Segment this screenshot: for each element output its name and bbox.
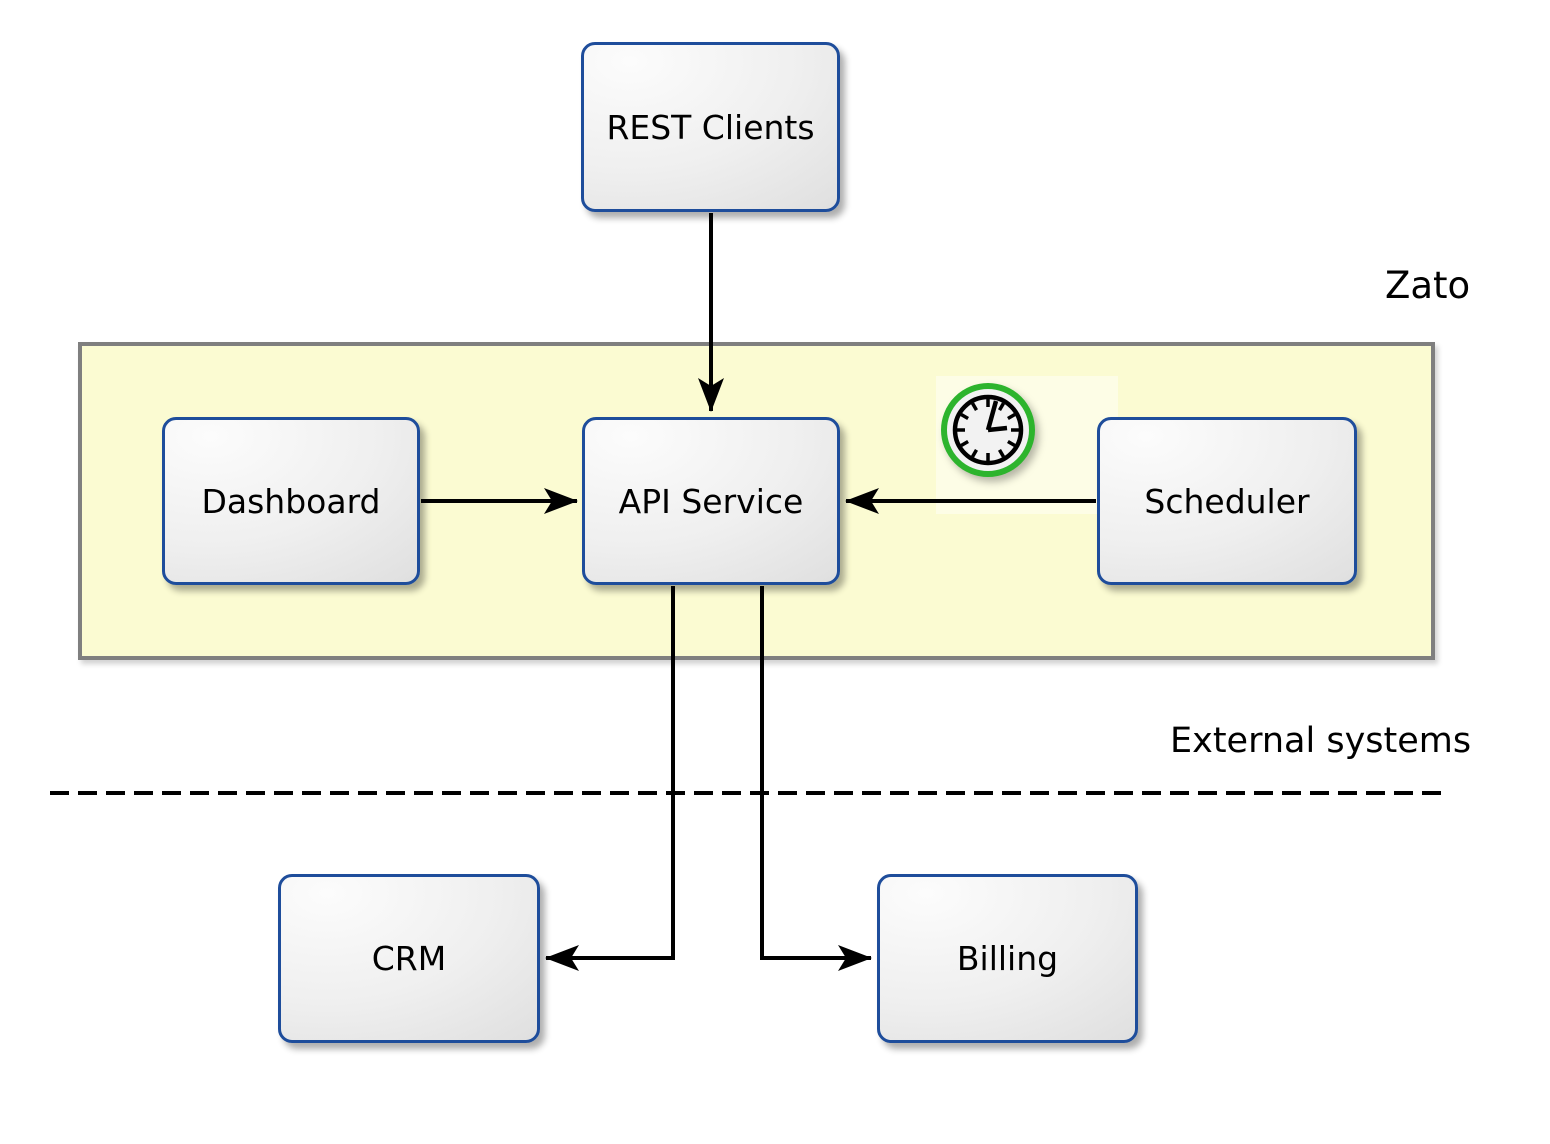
node-api-service-label: API Service bbox=[618, 481, 804, 521]
clock-hour-hand bbox=[987, 425, 1008, 433]
node-scheduler: Scheduler bbox=[1097, 417, 1357, 585]
node-crm-label: CRM bbox=[371, 939, 447, 978]
node-dashboard: Dashboard bbox=[162, 417, 420, 585]
node-rest-clients-label: REST Clients bbox=[606, 107, 815, 147]
clock-minute-hand bbox=[985, 400, 999, 431]
node-billing: Billing bbox=[877, 874, 1138, 1043]
node-crm: CRM bbox=[278, 874, 540, 1043]
node-scheduler-label: Scheduler bbox=[1144, 481, 1310, 521]
zato-zone-label: Zato bbox=[1385, 264, 1471, 307]
clock-icon bbox=[941, 383, 1035, 477]
node-dashboard-label: Dashboard bbox=[201, 481, 381, 521]
node-api-service: API Service bbox=[582, 417, 840, 585]
external-systems-label: External systems bbox=[1170, 721, 1472, 761]
node-billing-label: Billing bbox=[956, 939, 1059, 978]
node-rest-clients: REST Clients bbox=[581, 42, 840, 212]
clock-ticks bbox=[957, 399, 1019, 461]
